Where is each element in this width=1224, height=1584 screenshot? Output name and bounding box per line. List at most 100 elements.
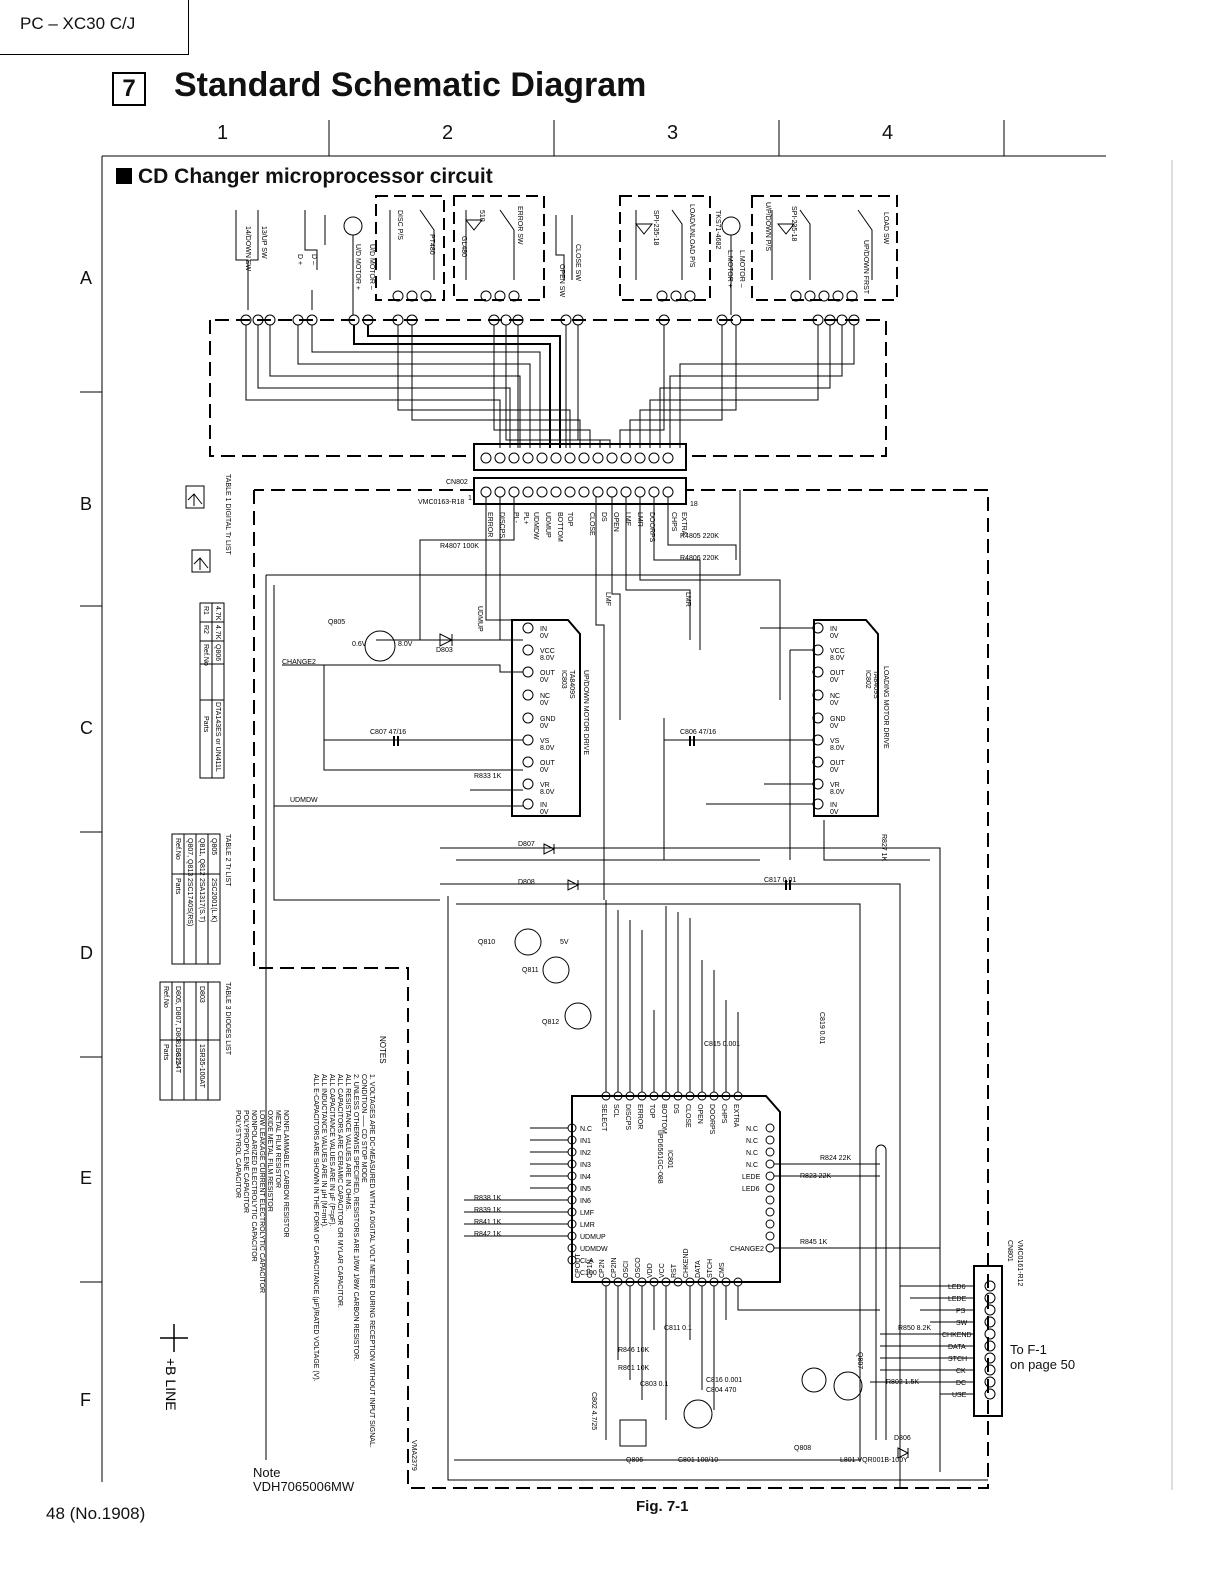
sig-udmup: UDMUP [544,512,551,538]
note-2c: ALL CAPACITORS ARE CERAMIC CAPACITOR OR … [336,1074,343,1308]
ic801-l8: LMR [580,1222,595,1229]
ic801-t3: ERROR [636,1104,643,1129]
ic801-b8: RST [671,1263,678,1278]
sig-doorps: DOORPS [648,512,655,543]
ref-c804: C804 470 [706,1387,736,1394]
table2-r0c1: 2SC1740S(RS) [186,878,193,926]
ic801-l9: UDMUP [580,1234,606,1241]
sig-pl-plus: PL+ [522,512,529,525]
cn801-part: VMC0161-R12 [1016,1240,1023,1286]
model-box [0,0,189,55]
sig-udmdw-wire: UDMDW [290,797,318,804]
ic802-pin8-v: 8.0V [830,789,845,796]
table3-h1: Parts [162,1044,169,1061]
note-2e: ALL INDUCTANCE VALUES ARE IN µH (M=mH). [320,1074,327,1228]
ic801-b0: CPOUT [575,1253,582,1278]
label-d-plus: D + [296,254,303,265]
ic803-part: TA8409S [568,670,575,699]
table1-h1: R2 [202,625,209,634]
q808-symbol [801,1367,827,1393]
ic803-label: UP/DOWN MOTOR DRIVE [582,670,589,755]
ic801-ref: IC801 [666,1150,673,1169]
row-label-b: B [80,494,93,514]
ic802-pin6-v: 8.0V [830,745,845,752]
ic803-pin2: VCC [540,648,555,655]
ic801-t8: OPEN [696,1104,703,1124]
ic803-ref: IC803 [560,670,567,689]
ic802-pin7: OUT [830,760,846,767]
digital-tr-icon-1 [185,485,205,509]
ref-r823: R823 22K [800,1173,831,1180]
legend-2: OXIDE METAL FILM RESISTOR [266,1110,273,1212]
switch-box-load [619,195,711,301]
column-label-4: 4 [882,122,894,144]
section-number: 7 [112,72,146,106]
ic803-pin2-v: 8.0V [540,655,555,662]
ic801-b12: CMS [719,1262,726,1278]
ic801-b6: VDD [647,1263,654,1278]
ic802-pin1-v: 0V [830,633,839,640]
ref-c817: C817 0.01 [764,877,796,884]
ref-r824: R824 22K [820,1155,851,1162]
row-label-c: C [80,718,93,738]
cn802-part: VMC0163-R18 [418,499,464,506]
ref-r827: R827 1K [880,834,887,862]
label-ud-motor-minus: U/D MOTOR – [368,244,375,290]
table2-h1: Parts [174,878,181,895]
sig-udmdw: UDMDW [532,512,539,540]
ic801-r6: CHANGE2 [730,1246,764,1253]
ic803-pin7-v: 0V [540,767,549,774]
ic802-pin4-v: 0V [830,700,839,707]
table2-r1c1: 2SA1317(S.T) [198,878,205,922]
diagram-subtitle: CD Changer microprocessor circuit [116,165,493,189]
table3-r0c1: 1SS254T [174,1044,181,1074]
switch-box-updown [751,195,898,301]
ic801-r2: N.C [746,1150,758,1157]
ic801-b7: VCC [659,1263,666,1278]
table3-h0: Ref.No [162,986,169,1008]
legend-4: NONPOLARIZED ELECTROLYTIC CAPACITOR [250,1110,257,1262]
ic802-pin8: VR [830,782,840,789]
q810-symbol [514,928,542,956]
plus-b-line-label: +B LINE [163,1358,179,1411]
ic802-ref: IC802 [864,670,871,689]
d807-symbol [543,843,556,855]
d803-symbol [439,633,454,647]
ref-d806: D806 [894,1435,911,1442]
label-spi-235-18-b: SPI-235-18 [790,206,797,242]
table2-r0c0: Q807, Q813 [186,838,193,876]
sig-chps: CHPS [670,512,677,532]
cn801-pin-led6: LED6 [948,1284,966,1291]
ic803-pin4: NC [540,693,550,700]
page-number: 48 (No.1908) [46,1504,146,1523]
cn801-pin-stch: STCH [948,1356,967,1363]
volt-5v: 5V [560,939,569,946]
d808-symbol [567,879,580,891]
label-disc-ps: DISC P/S [396,210,403,240]
ic801-r0: N.C [746,1126,758,1133]
note-2: 2. UNLESS OTHERWISE SPECIFIED, RESISTORS… [352,1074,359,1361]
ic801-l3: IN3 [580,1162,591,1169]
ref-r838: R838 1K [474,1195,502,1202]
row-label-f: F [80,1390,91,1410]
ic802-pin2: VCC [830,648,845,655]
ic801-b5: OSCO [635,1257,642,1278]
table1-r0c0: 4.7K [214,606,221,621]
label-error-sw: ERROR SW [516,206,523,245]
ic801-b4: OSCI [623,1261,630,1278]
column-label-2: 2 [442,122,454,144]
note-block: Note VDH7065006MW [253,1466,354,1494]
ic803-body [511,619,581,817]
table3-r1c0: D803 [198,986,205,1003]
ref-c816: C816 0.001 [706,1377,742,1384]
label-updown-ps: U/P/DOWN P/S [764,202,771,251]
ic802-part: TA8409S [872,670,879,699]
ic803-pin3: OUT [540,670,556,677]
note-2f: ALL E-CAPACITORS ARE SHOWN IN THE FORM O… [312,1074,319,1382]
to-f1-line1: To F-1 [1010,1342,1047,1357]
ic803-pin9: IN [540,802,547,809]
sig-lmr: LMR [636,512,643,527]
ref-c819: C819 0.01 [818,1012,825,1044]
note-2b: ALL RESISTANCE VALUES ARE IN OHMS. [344,1074,351,1211]
